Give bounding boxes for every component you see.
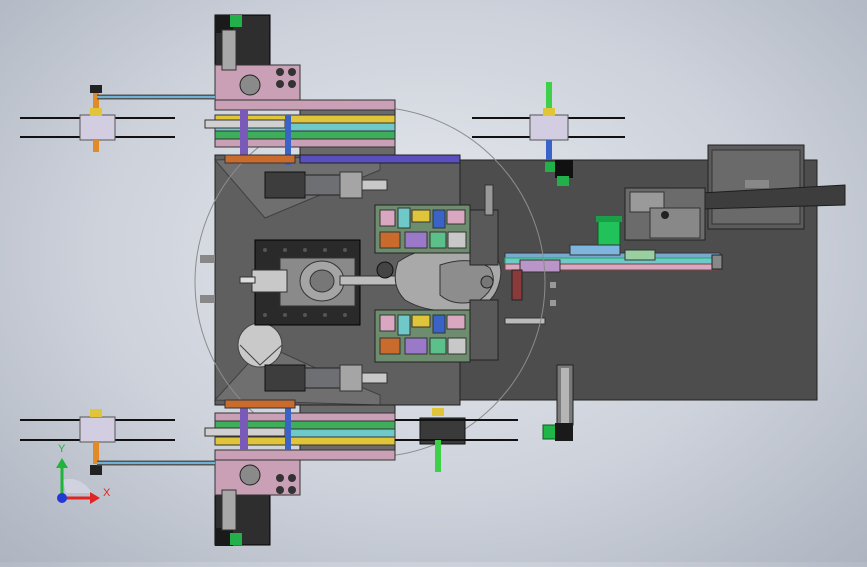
pulley-top-left (20, 85, 215, 152)
right-base-plate (454, 144, 846, 441)
pulley-bottom-left (20, 409, 215, 475)
upper-cylinder (264, 171, 388, 199)
axis-x-label: X (103, 487, 111, 499)
coordinate-triad: Y X (56, 443, 111, 504)
pulley-top-right (472, 82, 625, 186)
lower-cylinder (264, 364, 388, 392)
fixture-modules-upper (374, 204, 471, 254)
pulley-bottom-right (395, 408, 518, 472)
top-motor-bracket (204, 14, 461, 165)
bottom-motor-bracket (204, 399, 466, 546)
fixture-modules-lower (374, 184, 499, 363)
axis-y-label: Y (58, 443, 66, 455)
